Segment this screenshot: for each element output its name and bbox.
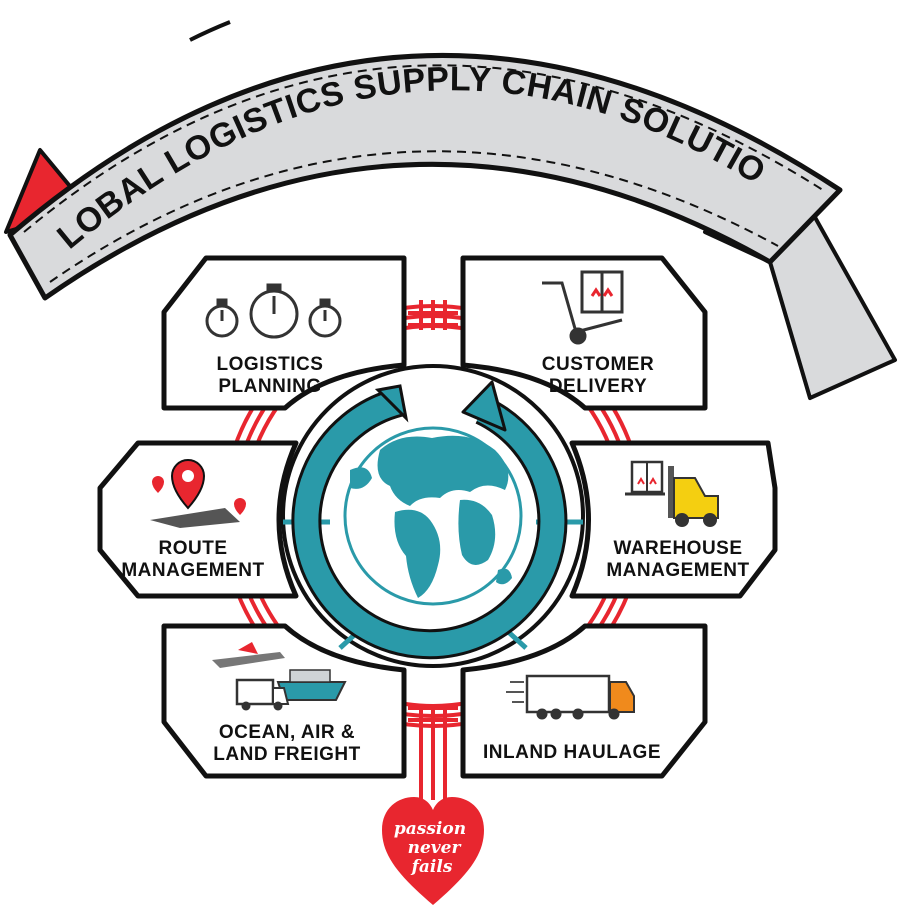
- card-warehouse-management: WAREHOUSE MANAGEMENT: [569, 440, 778, 599]
- card-route-management: ROUTE MANAGEMENT: [97, 440, 299, 599]
- card-inland-haulage: INLAND HAULAGE: [460, 623, 708, 779]
- card-ocean-air-land-freight: OCEAN, AIR & LAND FREIGHT: [161, 623, 407, 779]
- freight-icon: [212, 642, 347, 711]
- globe-hub: [281, 364, 585, 668]
- map-pin-icon: [150, 458, 246, 528]
- card-customer-delivery: CUSTOMER DELIVERY: [460, 255, 708, 411]
- truck-icon: [506, 674, 635, 720]
- heart-text-line2: never: [408, 838, 462, 858]
- forklift-icon: [625, 460, 719, 527]
- card-label-line2: MANAGEMENT: [606, 560, 749, 581]
- heart-text-line3: fails: [411, 857, 453, 877]
- card-label-line2: PLANNING: [218, 376, 321, 397]
- card-label-line1: OCEAN, AIR &: [219, 722, 355, 743]
- heart-text-line1: passion: [394, 819, 466, 839]
- card-label-line2: DELIVERY: [549, 376, 647, 397]
- banner-ribbon: GLOBAL LOGISTICS SUPPLY CHAIN SOLUTION: [0, 0, 897, 400]
- card-label-line1: INLAND HAULAGE: [483, 742, 661, 763]
- card-label-line1: WAREHOUSE: [613, 538, 742, 559]
- card-label-line2: LAND FREIGHT: [213, 744, 360, 765]
- card-label-line1: CUSTOMER: [542, 354, 654, 375]
- card-label-line1: LOGISTICS: [217, 354, 324, 375]
- card-logistics-planning: LOGISTICS PLANNING: [161, 255, 407, 411]
- hand-truck-icon: [542, 270, 624, 345]
- continents: [350, 435, 512, 598]
- card-label-line2: MANAGEMENT: [121, 560, 264, 581]
- heart-badge: passion never fails: [382, 797, 484, 905]
- stopwatch-icon: [205, 283, 342, 339]
- card-label-line1: ROUTE: [159, 538, 228, 559]
